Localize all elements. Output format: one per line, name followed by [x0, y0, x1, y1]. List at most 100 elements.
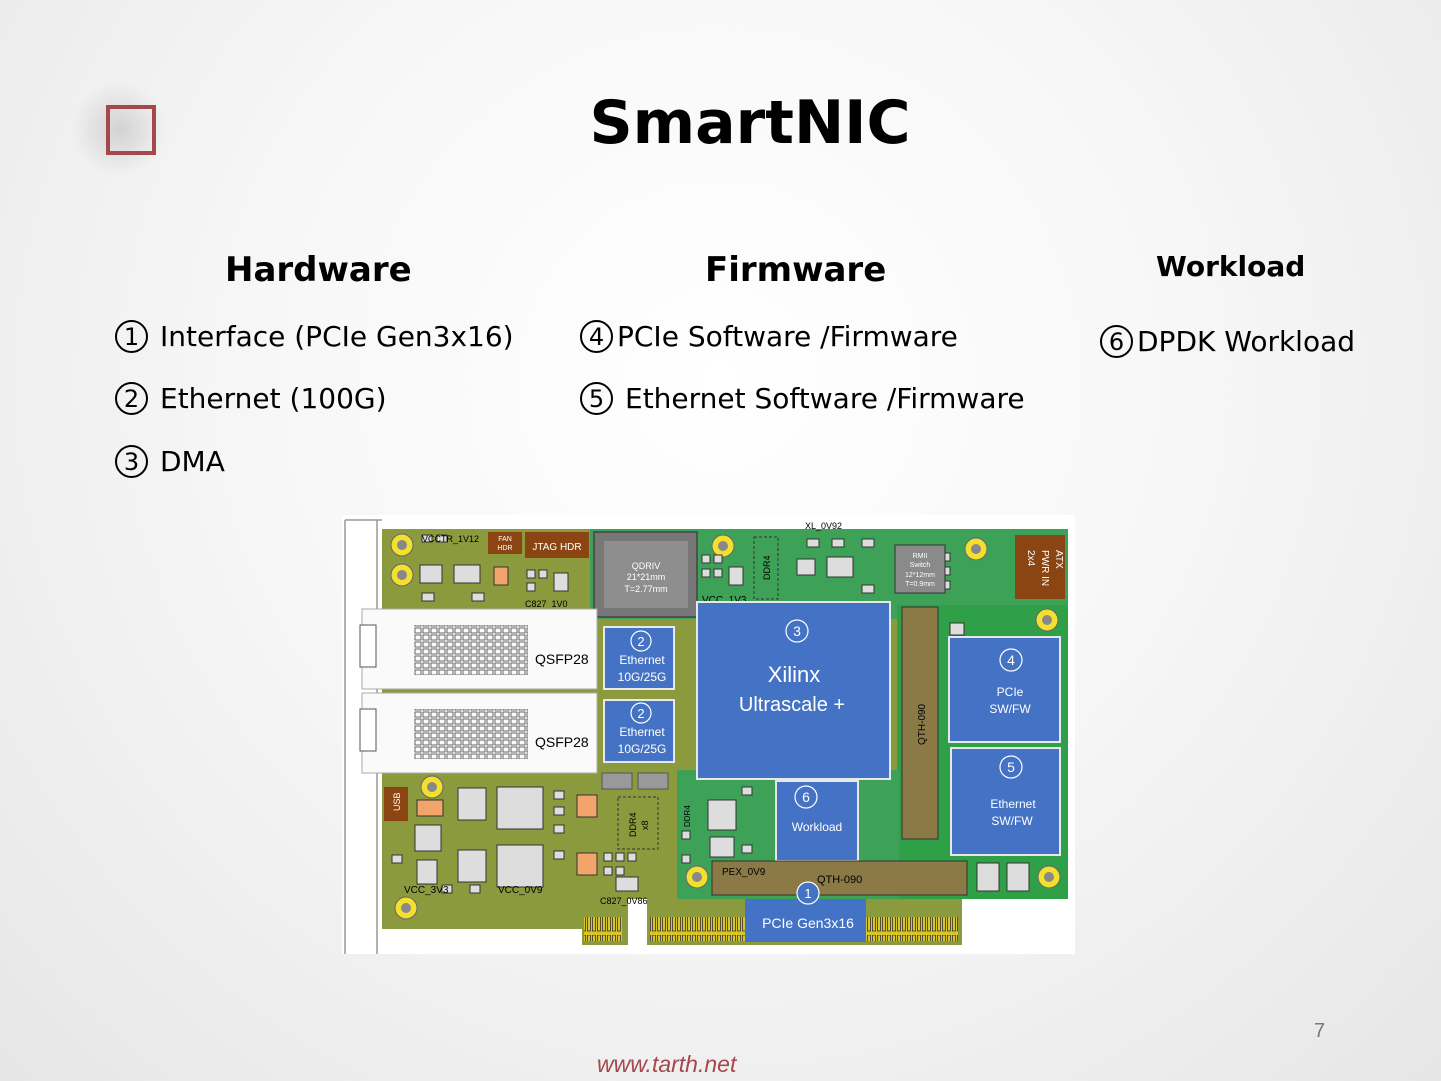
label-c827-1v0: C827_1V0 [525, 599, 568, 609]
workload-item-6: 6 DPDK Workload [1100, 325, 1355, 358]
qdriv-chip-inner [604, 541, 688, 608]
ddr4-top-outline [753, 536, 779, 600]
workload-label: Workload [792, 820, 842, 834]
jtag-block [525, 532, 589, 558]
ethernet-block-1 [603, 626, 675, 690]
label-ddr4-bottom: DDR4 [683, 805, 692, 827]
footer-url: www.tarth.net [597, 1051, 737, 1077]
circled-number: 5 [580, 382, 613, 415]
workload-number-circle [794, 785, 818, 809]
label-hdr: HDR [497, 545, 512, 552]
board-svg: VCCTR_1V12 FAN HDR JTAG HDR QDRIV 21*21m… [344, 519, 1068, 954]
label-qdriv-size: 21*21mm [627, 572, 666, 582]
decor-shadow [72, 82, 167, 177]
label-c827-0v86: C827_0V86 [600, 896, 648, 906]
fpga-number-circle [785, 619, 809, 643]
ethernet-block-2 [603, 699, 675, 763]
label-qth-090-horizontal: QTH-090 [817, 874, 862, 886]
firmware-item-5: 5 Ethernet Software /Firmware [580, 382, 1025, 415]
workload-number: 6 [802, 789, 810, 805]
decor-square-icon [106, 105, 156, 155]
label-ddr4-top: DDR4 [762, 555, 772, 580]
item-text: Interface (PCIe Gen3x16) [160, 320, 514, 353]
fan-hdr-block [488, 532, 522, 554]
rmii-switch-chip [894, 544, 946, 594]
hardware-item-2: 2 Ethernet (100G) [115, 382, 387, 415]
fpga-label-ultrascale: Ultrascale + [739, 694, 845, 716]
label-qth-090-vertical: QTH-090 [917, 703, 928, 745]
label-atx-pwr: PWR IN [1039, 550, 1050, 586]
hardware-item-1: 1 Interface (PCIe Gen3x16) [115, 320, 514, 353]
label-qdriv: QDRIV [632, 561, 661, 571]
ethernet-1-number: 2 [637, 634, 644, 649]
epcq-chip [601, 772, 633, 790]
pcie-gen3x16-block [745, 899, 866, 942]
label-rmii-size: 12*12mm [905, 572, 935, 579]
label-vcc-3v3: VCC_3V3 [404, 885, 449, 896]
item-text: Ethernet (100G) [160, 382, 387, 415]
pcie-number: 4 [1007, 652, 1015, 668]
ethernet-2-label: Ethernet [619, 725, 665, 739]
ethernet-swfw-number-circle [999, 755, 1023, 779]
fpga-number: 3 [793, 623, 801, 639]
hardware-item-3: 3 DMA [115, 445, 225, 478]
label-rmii-switch: Switch [910, 562, 931, 569]
label-xl-0v92: XL_0V92 [805, 521, 842, 531]
circled-number: 1 [115, 320, 148, 353]
label-vcctr: VCCTR_1V12 [422, 534, 479, 544]
page-number: 7 [1314, 1020, 1326, 1042]
ethernet-2-speed: 10G/25G [618, 742, 667, 756]
pcie-swfw-label: SW/FW [989, 702, 1031, 716]
label-usb: USB [392, 792, 402, 811]
small-components [391, 534, 1030, 894]
label-fan: FAN [498, 536, 512, 543]
item-text: Ethernet Software /Firmware [625, 382, 1025, 415]
hardware-heading: Hardware [225, 250, 412, 290]
label-atx-2x4: 2x4 [1025, 550, 1036, 567]
ethernet-swfw-number: 5 [1007, 759, 1015, 775]
fpga-xilinx-chip [696, 601, 891, 780]
qth-090-connector-vertical [901, 606, 939, 840]
slide-title: SmartNIC [589, 88, 911, 158]
ethernet-swfw-label: Ethernet [990, 797, 1036, 811]
ethernet-swfw-block [950, 747, 1061, 856]
workload-heading: Workload [1156, 250, 1306, 283]
label-vcc-1v3: VCC_1V3 [702, 595, 747, 606]
label-vcc-0v9: VCC_0V9 [498, 885, 543, 896]
fpga-label-xilinx: Xilinx [768, 662, 821, 687]
pcie-number-circle [999, 648, 1023, 672]
label-x8: x8 [640, 820, 650, 830]
usb-connector [384, 787, 408, 821]
qsfp28-cage-2 [359, 692, 598, 774]
gold-fingers-lines [584, 917, 622, 941]
qsfp28-cage-1 [359, 608, 598, 690]
epcq-chip [637, 772, 669, 790]
pcie-gen3x16-label: PCIe Gen3x16 [762, 915, 854, 931]
atx-power-connector [1015, 535, 1065, 599]
ddr4-x8-outline [617, 796, 659, 850]
circled-number: 3 [115, 445, 148, 478]
label-qsfp28-1: QSFP28 [535, 651, 589, 667]
ethernet-1-label: Ethernet [619, 653, 665, 667]
pcie-gen-number-circle [796, 881, 820, 905]
smartnic-board-diagram: VCCTR_1V12 FAN HDR JTAG HDR QDRIV 21*21m… [342, 515, 1075, 954]
pcie-gen-number: 1 [804, 886, 811, 901]
ethernet-swfw-sub: SW/FW [991, 814, 1033, 828]
label-ddr4-x8: DDR4 [628, 812, 638, 837]
label-pex-0v9: PEX_0V9 [722, 867, 766, 878]
pcie-swfw-block [948, 636, 1061, 743]
label-rmii-thick: T=0.9mm [905, 581, 935, 588]
item-text: PCIe Software /Firmware [617, 320, 958, 353]
mounting-holes [390, 533, 1061, 920]
pcie-label: PCIe [997, 685, 1024, 699]
qth-090-connector-horizontal [711, 860, 968, 896]
label-jtag: JTAG HDR [532, 542, 581, 553]
circled-number: 2 [115, 382, 148, 415]
firmware-heading: Firmware [705, 250, 887, 290]
ethernet-1-speed: 10G/25G [618, 670, 667, 684]
ethernet-2-number: 2 [637, 706, 644, 721]
label-qsfp28-2: QSFP28 [535, 734, 589, 750]
item-text: DPDK Workload [1137, 325, 1356, 358]
circled-number: 4 [580, 320, 613, 353]
label-qdriv-thick: T=2.77mm [624, 584, 667, 594]
